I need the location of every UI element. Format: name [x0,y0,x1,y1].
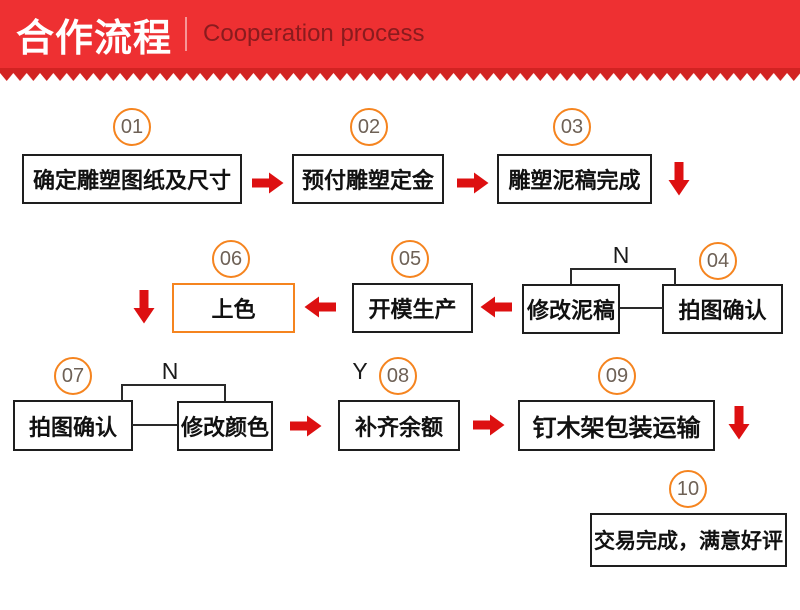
step-09-number: 09 [598,357,636,395]
rework-color-box: 修改颜色 [177,401,273,451]
sawtooth-border-icon [0,73,800,82]
branch-label-n-color: N [161,358,179,384]
rework-clay-box: 修改泥稿 [522,284,620,334]
arrow-right-icon [252,172,284,194]
step-08-number: 08 [379,357,417,395]
branch-line-color [121,384,226,401]
header-divider [185,17,188,51]
arrow-right-icon [473,414,505,436]
section-header: 合作流程 Cooperation process [0,0,800,73]
step-10-number: 10 [669,470,707,508]
step-03-box: 雕塑泥稿完成 [497,154,652,204]
step-05-box: 开模生产 [352,283,473,333]
step-05-number: 05 [391,240,429,278]
step-02-number: 02 [350,108,388,146]
arrow-down-icon [728,406,750,440]
step-01-number: 01 [113,108,151,146]
arrow-left-icon [480,296,512,318]
step-09-box: 钉木架包装运输 [518,400,715,451]
arrow-down-icon [133,290,155,324]
step-08-box: 补齐余额 [338,400,460,451]
page-subtitle: Cooperation process [203,20,425,47]
step-02-box: 预付雕塑定金 [292,154,444,204]
step-06-number: 06 [212,240,250,278]
step-07-box: 拍图确认 [13,400,133,451]
arrow-right-icon [457,172,489,194]
connector-line [132,424,178,426]
step-07-number: 07 [54,357,92,395]
step-01-box: 确定雕塑图纸及尺寸 [22,154,242,204]
arrow-left-icon [304,296,336,318]
branch-label-y: Y [352,358,368,384]
arrow-right-icon [290,415,322,437]
step-04-number: 04 [699,242,737,280]
page-title: 合作流程 [16,17,173,60]
branch-line-clay [570,268,676,285]
connector-line [619,307,663,309]
step-06-box: 上色 [172,283,295,333]
step-03-number: 03 [553,108,591,146]
branch-label-n-clay: N [612,242,630,268]
step-10-box: 交易完成，满意好评 [590,513,787,567]
step-04-box: 拍图确认 [662,284,783,334]
arrow-down-icon [668,162,690,196]
